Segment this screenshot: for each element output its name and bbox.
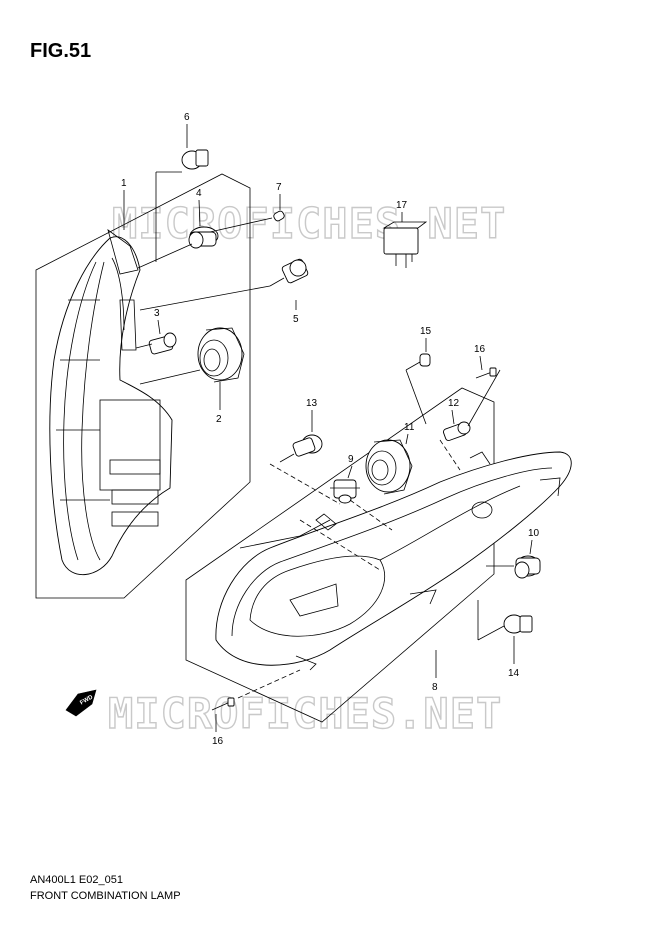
callout-2: 2 [216, 414, 222, 425]
part-17-relay [382, 221, 428, 268]
callout-12: 12 [448, 398, 460, 409]
callout-13: 13 [306, 398, 318, 409]
part-16-screw-upper [475, 367, 497, 379]
part-8-headlamp [215, 451, 572, 671]
upper-assembly-box [35, 173, 251, 599]
part-7-bulb [273, 210, 285, 222]
callout-labels: 1 2 3 4 5 6 7 8 9 10 11 12 13 14 15 16 1… [121, 112, 540, 747]
diagram-caption: FRONT COMBINATION LAMP [30, 890, 181, 902]
callout-6: 6 [184, 112, 190, 123]
part-15-bulb [419, 353, 431, 367]
part-13-bulb [279, 434, 323, 463]
callout-14: 14 [508, 668, 520, 679]
part-12-socket [443, 421, 471, 442]
callout-15: 15 [420, 326, 432, 337]
callout-7: 7 [276, 182, 282, 193]
callout-16-lower: 16 [212, 736, 224, 747]
callout-11: 11 [404, 422, 415, 433]
part-9-socket [330, 479, 360, 504]
callout-10: 10 [528, 528, 540, 539]
callout-5: 5 [293, 314, 299, 325]
callout-8: 8 [432, 682, 438, 693]
part-2-reflector [197, 327, 245, 383]
callout-16-upper: 16 [474, 344, 486, 355]
watermark-top: MICROFICHES.NET [112, 199, 506, 248]
part-14-bulb [503, 614, 533, 634]
callout-4: 4 [196, 188, 202, 199]
lower-assembly-box [185, 387, 495, 723]
forward-direction-arrow: FWD [65, 689, 97, 717]
part-5-bulb [269, 258, 309, 287]
figure-title: FIG.51 [30, 40, 92, 62]
callout-9: 9 [348, 454, 354, 465]
callout-1: 1 [121, 178, 127, 189]
part-16-screw-lower [211, 697, 235, 711]
part-10-socket [514, 555, 541, 579]
part-3-socket [148, 332, 177, 355]
callout-3: 3 [154, 308, 160, 319]
callout-17: 17 [396, 200, 408, 211]
part-4-socket [188, 226, 219, 249]
part-1-housing [49, 229, 173, 576]
part-11-reflector [365, 439, 413, 495]
diagram-code: AN400L1 E02_051 [30, 874, 123, 886]
part-6-bulb [181, 149, 209, 170]
watermark-bottom: MICROFICHES.NET [108, 689, 502, 738]
